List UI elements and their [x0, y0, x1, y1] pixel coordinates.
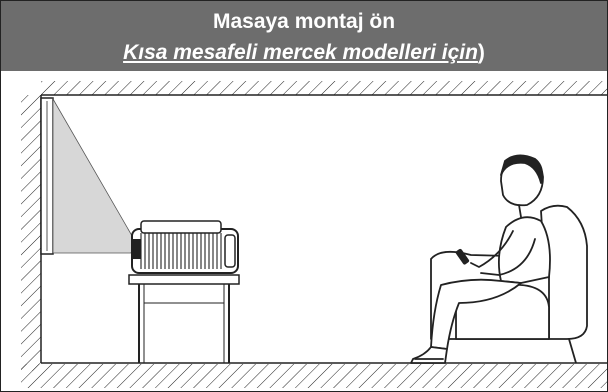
table-icon — [128, 274, 240, 363]
person-icon — [410, 154, 551, 364]
projection-beam — [52, 97, 136, 254]
ceiling-hatch — [41, 81, 607, 95]
screen-icon — [40, 97, 54, 255]
floor-hatch — [21, 364, 607, 388]
diagram-subtitle-italic: Kısa mesafeli mercek modelleri için — [123, 41, 478, 64]
diagram-subtitle: Kısa mesafeli mercek modelleri için) — [1, 41, 607, 65]
projector-icon — [131, 220, 239, 274]
remote-control-icon — [455, 248, 470, 265]
diagram-subtitle-suffix: ) — [477, 41, 485, 64]
left-wall-hatch — [21, 95, 41, 371]
diagram-header: Masaya montaj ön Kısa mesafeli mercek mo… — [1, 1, 607, 71]
diagram-title: Masaya montaj ön — [212, 10, 396, 33]
room-scene — [21, 81, 607, 388]
